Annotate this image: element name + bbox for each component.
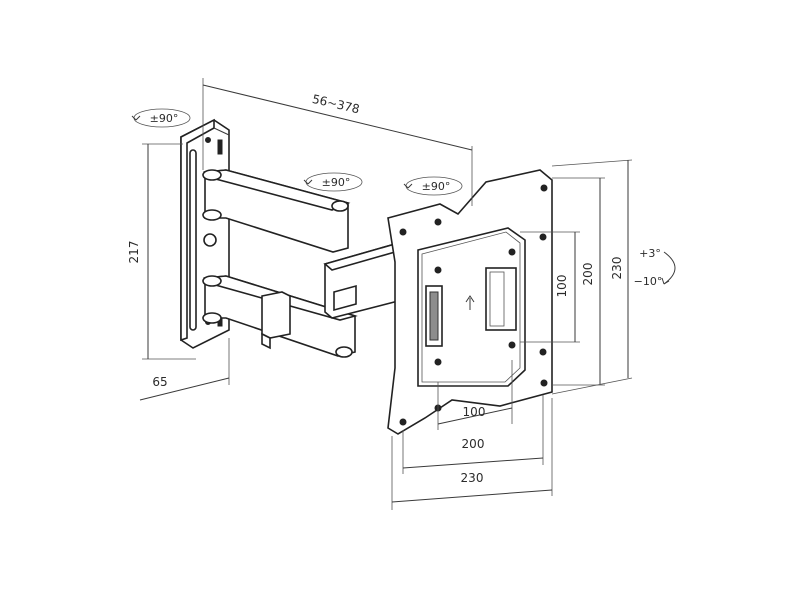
dim-wall-depth: 65 — [152, 375, 167, 389]
rot-tilt-down: −10° — [634, 275, 663, 288]
rotation-indicators — [131, 108, 676, 285]
vesa-plate — [387, 169, 553, 435]
rot-tilt-up: +3° — [639, 247, 661, 260]
rot-wall-swivel: ±90° — [150, 112, 179, 125]
dim-plate-w: 230 — [461, 471, 484, 485]
articulating-arms — [202, 169, 404, 358]
dim-wall-plate-height: 217 — [127, 241, 141, 264]
rot-head-swivel: ±90° — [422, 180, 451, 193]
dim-plate-h: 230 — [610, 257, 624, 280]
dim-vesa-inner-h: 100 — [463, 405, 486, 419]
dim-vesa-inner-v: 100 — [555, 275, 569, 298]
dimension-lines — [139, 78, 633, 510]
rot-arm-swivel: ±90° — [322, 176, 351, 189]
dim-vesa-mid-v: 200 — [581, 263, 595, 286]
dim-vesa-mid-h: 200 — [462, 437, 485, 451]
